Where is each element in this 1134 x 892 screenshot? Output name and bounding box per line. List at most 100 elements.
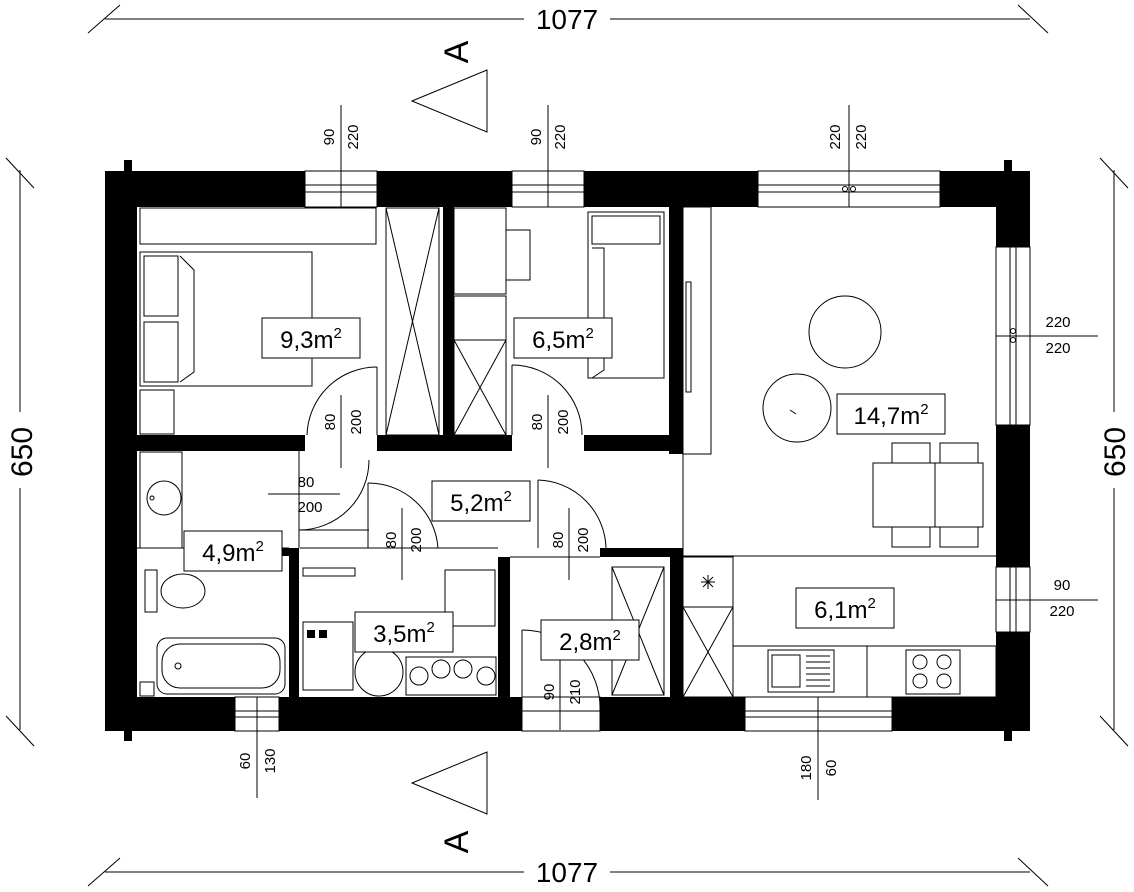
bathroom-area-value: 4,9 bbox=[202, 540, 235, 567]
entrance-area-value: 2,8 bbox=[559, 629, 592, 656]
living-room-area-value: 14,7 bbox=[853, 403, 900, 430]
bathroom-window-width: 60 bbox=[237, 753, 254, 770]
living-top-window-width: 220 bbox=[827, 124, 844, 149]
hall-area-unit: m bbox=[484, 490, 504, 517]
svg-text:3,5m2: 3,5m2 bbox=[373, 619, 435, 648]
child-room-area-exp: 2 bbox=[586, 325, 594, 342]
utility-furniture bbox=[302, 567, 497, 697]
svg-text:2,8m2: 2,8m2 bbox=[559, 627, 621, 656]
entrance-inner-door: 80 200 bbox=[537, 479, 607, 580]
bedroom-wardrobe-strip bbox=[139, 207, 377, 245]
living-top-window: 220 220 bbox=[757, 105, 941, 208]
dining-chair-4 bbox=[939, 526, 979, 548]
child-room-area-value: 6,5 bbox=[532, 327, 565, 354]
kitchen-area-unit: m bbox=[848, 597, 868, 624]
living-room-area-label: 14,7m2 bbox=[836, 393, 946, 435]
hall-area-exp: 2 bbox=[504, 488, 512, 505]
section-marker-top-label: A bbox=[438, 40, 476, 63]
doors: 80 200 80 200 80 200 80 200 bbox=[268, 364, 607, 732]
right-depth-label: 650 bbox=[1099, 427, 1132, 477]
pillow-top bbox=[143, 255, 179, 317]
entrance-door: 90 210 bbox=[521, 629, 601, 732]
entrance-area-exp: 2 bbox=[613, 627, 621, 644]
bathroom-door-width: 80 bbox=[298, 474, 315, 491]
toilet-bowl bbox=[160, 573, 206, 609]
left-depth-dimension: 650 bbox=[5, 157, 39, 747]
living-side-window: 220 220 bbox=[995, 246, 1098, 426]
dining-chair-3 bbox=[891, 526, 931, 548]
bathroom-window-height: 130 bbox=[262, 748, 279, 773]
nightstand bbox=[139, 389, 175, 435]
child-window: 90 220 bbox=[511, 105, 585, 208]
entrance-area-unit: m bbox=[593, 629, 613, 656]
utility-door: 80 200 bbox=[367, 482, 439, 580]
living-room-area-unit: m bbox=[900, 403, 920, 430]
section-marker-bottom: A bbox=[410, 751, 488, 853]
living-room-area-exp: 2 bbox=[920, 401, 928, 418]
bathtub-inner bbox=[161, 643, 281, 689]
bottom-width-label: 1077 bbox=[536, 857, 598, 888]
child-shelf bbox=[453, 207, 507, 295]
room-labels: 9,3m2 6,5m2 14,7m2 5,2m2 4,9m2 3,5m2 2,8… bbox=[183, 317, 946, 661]
boiler-control-2 bbox=[319, 630, 327, 638]
left-depth-label: 650 bbox=[6, 427, 39, 477]
interior-walls bbox=[137, 207, 683, 697]
round-table bbox=[808, 295, 882, 369]
svg-text:6,1m2: 6,1m2 bbox=[814, 595, 876, 624]
bottom-width-dimension: 1077 bbox=[87, 857, 1049, 888]
toilet-tank bbox=[144, 569, 158, 613]
bedroom-door-width: 80 bbox=[322, 414, 339, 431]
kitchen-bottom-window-width: 180 bbox=[798, 755, 815, 780]
living-top-window-height: 220 bbox=[853, 124, 870, 149]
sink-basin bbox=[771, 654, 801, 688]
kitchen-side-window-height: 220 bbox=[1049, 603, 1074, 620]
kitchen-area-value: 6,1 bbox=[814, 597, 847, 624]
bedroom-area-label: 9,3m2 bbox=[261, 317, 361, 359]
entrance-inner-door-width: 80 bbox=[550, 532, 567, 549]
bedroom-window-height: 220 bbox=[345, 124, 362, 149]
cooktop bbox=[905, 649, 961, 695]
section-marker-top: A bbox=[410, 40, 488, 133]
dining-chair-1 bbox=[891, 442, 931, 464]
entrance-door-width: 90 bbox=[541, 684, 558, 701]
child-door-height: 200 bbox=[555, 409, 572, 434]
living-side-window-width: 220 bbox=[1045, 314, 1070, 331]
entrance-door-height: 210 bbox=[567, 679, 584, 704]
washbasin bbox=[146, 480, 182, 516]
svg-text:5,2m2: 5,2m2 bbox=[450, 488, 512, 517]
child-room-area-label: 6,5m2 bbox=[513, 317, 613, 359]
utility-door-width: 80 bbox=[383, 532, 400, 549]
boiler-control-1 bbox=[307, 630, 315, 638]
dining-table bbox=[872, 462, 984, 528]
windows: 90 220 90 220 220 220 bbox=[234, 105, 1098, 800]
svg-text:4,9m2: 4,9m2 bbox=[202, 538, 264, 567]
child-window-height: 220 bbox=[552, 124, 569, 149]
entrance-inner-door-height: 200 bbox=[575, 527, 592, 552]
pillow-bottom bbox=[143, 321, 179, 383]
bedroom-area-value: 9,3 bbox=[280, 327, 313, 354]
child-door-width: 80 bbox=[529, 414, 546, 431]
child-desk-chair bbox=[505, 229, 531, 281]
child-cabinet bbox=[453, 295, 507, 341]
bedroom-door: 80 200 bbox=[306, 366, 378, 468]
dining-chair-2 bbox=[939, 442, 979, 464]
child-room-area-unit: m bbox=[566, 327, 586, 354]
bathroom-door-height: 200 bbox=[297, 499, 322, 516]
kitchen-side-window: 90 220 bbox=[995, 566, 1098, 633]
utility-area-exp: 2 bbox=[427, 619, 435, 636]
bathroom-door: 80 200 bbox=[268, 459, 370, 531]
exterior-walls bbox=[105, 160, 1030, 741]
child-pillow bbox=[591, 215, 661, 245]
armchair bbox=[762, 373, 832, 443]
utility-area-unit: m bbox=[407, 621, 427, 648]
fridge bbox=[682, 556, 734, 608]
bedroom-window-width: 90 bbox=[321, 129, 338, 146]
hall-area-label: 5,2m2 bbox=[431, 480, 531, 522]
bathroom-window: 60 130 bbox=[234, 696, 280, 798]
kitchen-area-exp: 2 bbox=[868, 595, 876, 612]
washing-machine bbox=[354, 647, 404, 697]
utility-area-value: 3,5 bbox=[373, 621, 406, 648]
tv bbox=[685, 281, 692, 393]
kitchen-side-window-width: 90 bbox=[1054, 577, 1071, 594]
utility-door-height: 200 bbox=[408, 527, 425, 552]
